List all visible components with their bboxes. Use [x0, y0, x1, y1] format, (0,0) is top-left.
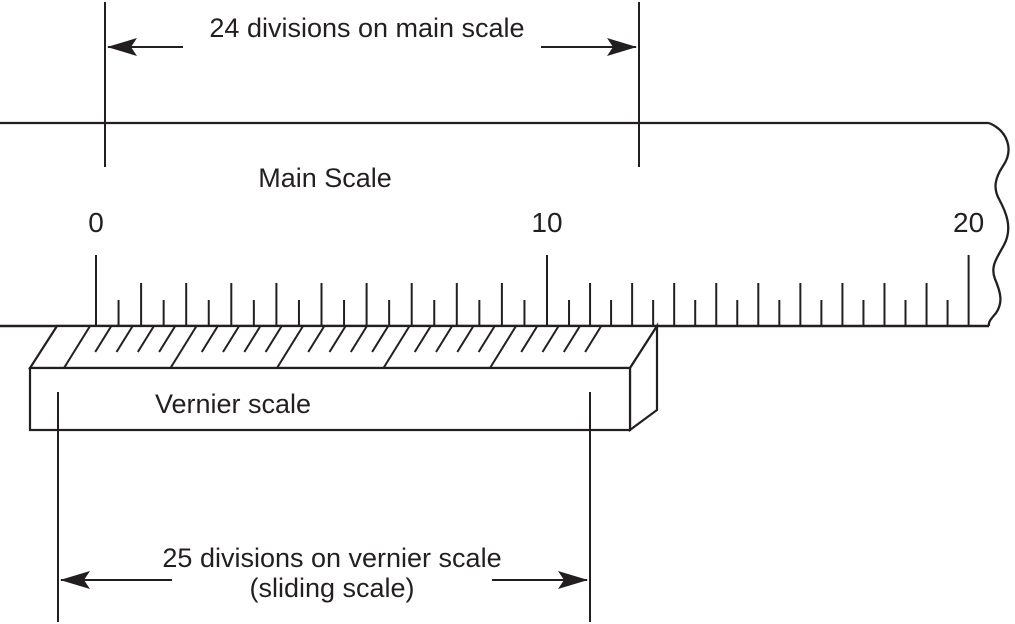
vernier-minor-tick — [520, 325, 539, 353]
vernier-minor-tick — [307, 325, 326, 353]
vernier-minor-tick — [115, 325, 134, 353]
main-scale-number: 20 — [953, 207, 984, 238]
main-scale-numbers: 0 10 20 — [88, 207, 984, 238]
vernier-major-tick — [63, 325, 91, 369]
top-dimension-annotation: 24 divisions on main scale — [104, 2, 640, 167]
arrow-right-icon — [607, 38, 637, 56]
vernier-minor-tick — [541, 325, 560, 353]
vernier-major-tick — [276, 325, 304, 369]
main-scale-ruler: Main Scale 0 10 20 — [0, 121, 1010, 328]
vernier-minor-tick — [349, 325, 368, 353]
vernier-major-tick — [489, 325, 517, 369]
vernier-minor-tick — [200, 325, 219, 353]
main-scale-title: Main Scale — [258, 163, 392, 193]
bottom-dimension-annotation: 25 divisions on vernier scale (sliding s… — [57, 392, 591, 622]
arrow-left-icon — [107, 38, 137, 56]
main-scale-ticks — [95, 255, 970, 326]
ruler-broken-edge-wave — [987, 121, 1010, 327]
vernier-scale-title: Vernier scale — [155, 389, 311, 419]
vernier-minor-tick — [222, 325, 240, 353]
vernier-major-tick — [169, 325, 198, 369]
main-scale-number: 10 — [531, 207, 562, 238]
vernier-minor-tick — [264, 325, 283, 353]
vernier-minor-tick — [328, 325, 347, 353]
vernier-minor-tick — [243, 325, 262, 353]
top-annotation-text: 24 divisions on main scale — [209, 13, 524, 43]
vernier-minor-tick — [371, 325, 390, 353]
vernier-minor-tick — [456, 325, 475, 353]
vernier-minor-tick — [94, 325, 113, 353]
vernier-major-tick — [382, 325, 411, 369]
vernier-minor-tick — [136, 325, 155, 353]
vernier-minor-tick — [584, 325, 603, 353]
vernier-minor-tick — [435, 325, 453, 353]
vernier-division-marks — [63, 325, 603, 369]
vernier-minor-tick — [158, 325, 177, 353]
arrow-right-icon — [558, 571, 588, 589]
main-scale-number: 0 — [88, 207, 104, 238]
vernier-minor-tick — [562, 325, 581, 353]
vernier-top-face — [27, 324, 660, 370]
vernier-front-face — [28, 366, 632, 432]
bottom-annotation-line1: 25 divisions on vernier scale — [162, 543, 501, 573]
arrow-left-icon — [60, 571, 90, 589]
vernier-block: Vernier scale — [27, 322, 660, 433]
vernier-minor-tick — [413, 325, 432, 353]
vernier-minor-tick — [477, 325, 496, 353]
bottom-annotation-line2: (sliding scale) — [249, 573, 414, 603]
